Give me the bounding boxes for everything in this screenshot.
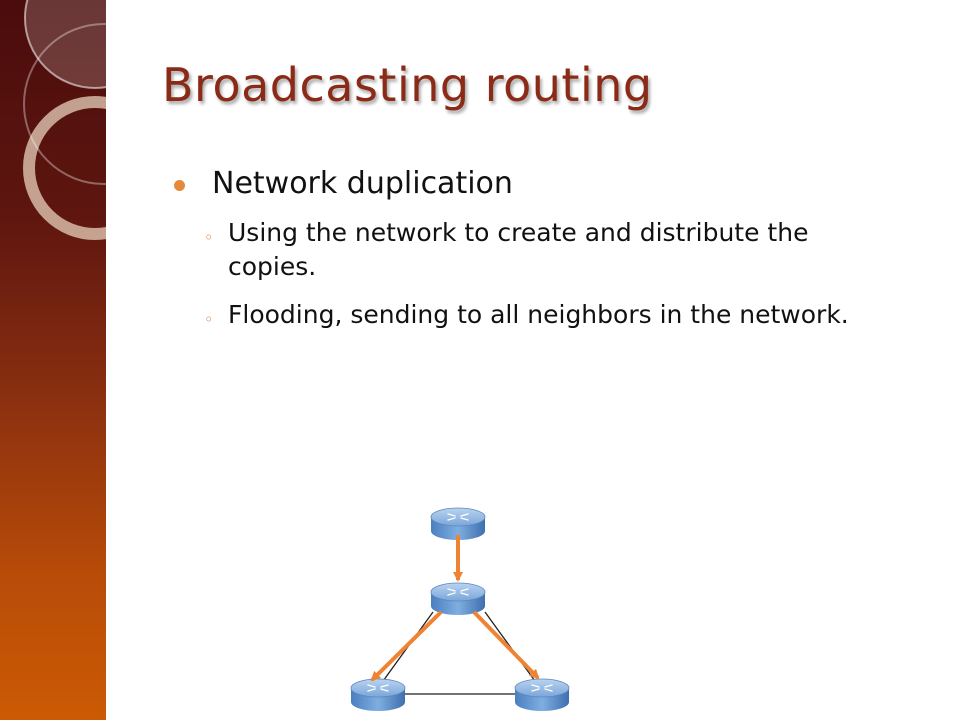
bullet-dot-icon <box>174 180 185 191</box>
slide-title: Broadcasting routing <box>162 58 653 112</box>
arrow-middle-to-left <box>370 610 443 682</box>
router-bottom-left-icon <box>350 678 406 712</box>
bullet-main: Network duplication <box>168 164 908 204</box>
link-middle-left <box>377 611 434 689</box>
sub-bullet: ◦ Using the network to create and distri… <box>168 216 878 284</box>
router-middle-icon <box>430 582 486 616</box>
sub-bullet-text: Using the network to create and distribu… <box>228 218 809 281</box>
arrow-middle-to-right <box>472 610 540 680</box>
sub-bullet-ring-icon: ◦ <box>204 228 214 247</box>
bullet-list: Network duplication ◦ Using the network … <box>168 164 908 346</box>
decorative-side-band <box>0 0 106 720</box>
sub-bullet-text: Flooding, sending to all neighbors in th… <box>228 300 849 329</box>
flooding-network-diagram <box>350 507 570 712</box>
router-bottom-right-icon <box>514 678 570 712</box>
sub-bullet-ring-icon: ◦ <box>204 310 214 329</box>
sub-bullet: ◦ Flooding, sending to all neighbors in … <box>168 298 878 332</box>
bullet-main-text: Network duplication <box>212 166 513 201</box>
